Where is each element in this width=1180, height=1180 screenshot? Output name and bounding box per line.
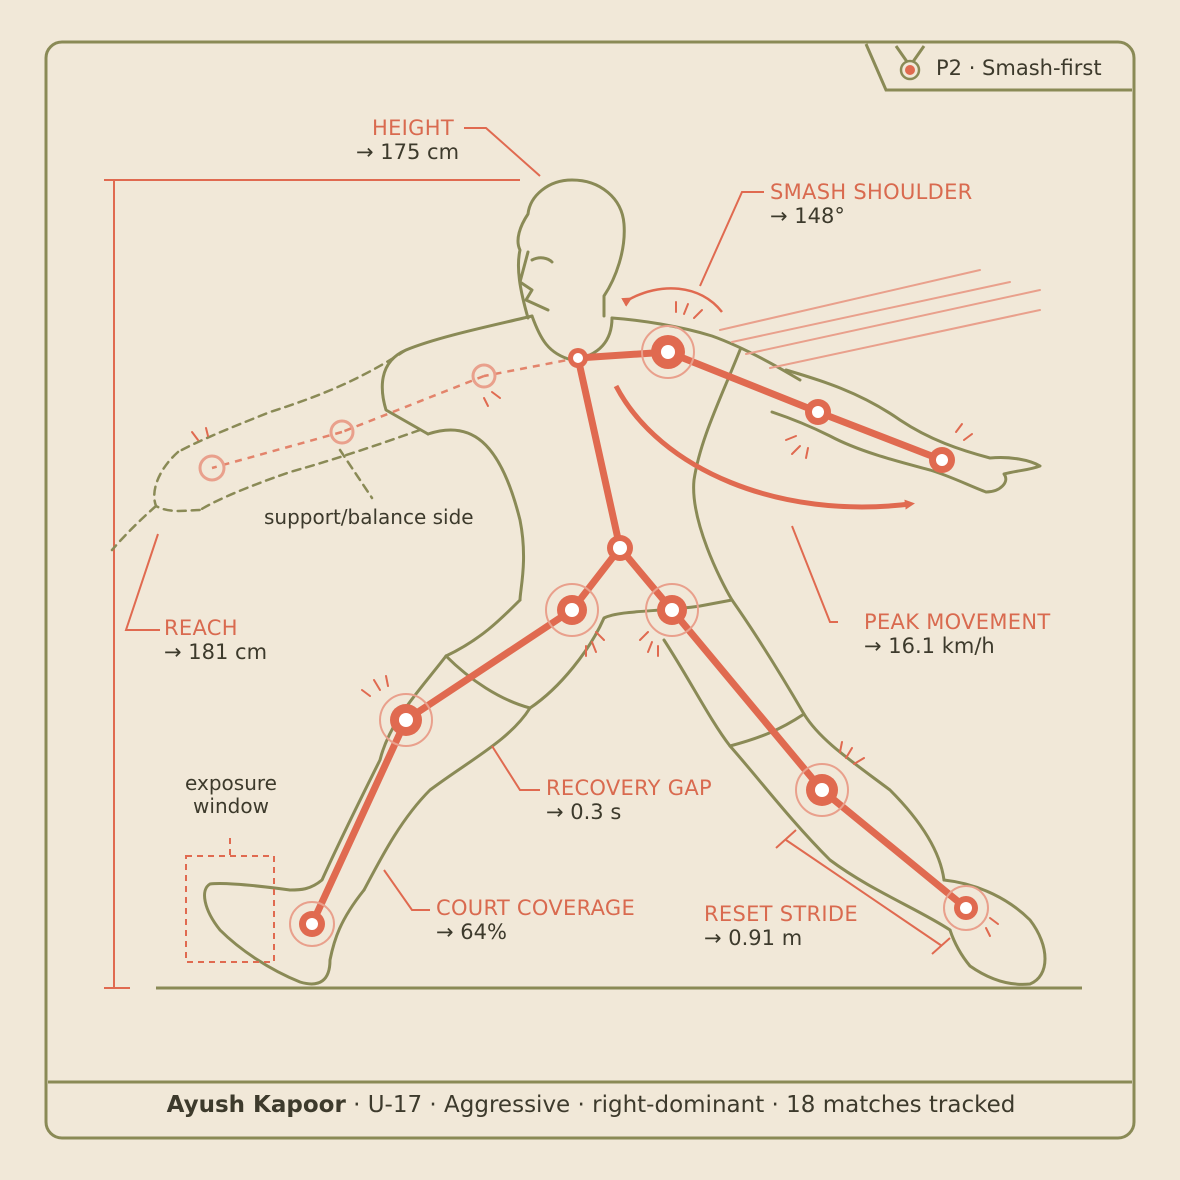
- support-skeleton: [211, 356, 579, 470]
- shoulder-angle-arc: [621, 287, 723, 313]
- hip-joint-right: [645, 583, 699, 637]
- smash-shoulder-callout: SMASH SHOULDER → 148°: [770, 180, 973, 228]
- hip-joint-left: [545, 583, 599, 637]
- support-side-note: support/balance side: [264, 505, 474, 529]
- support-joints: [198, 363, 497, 482]
- knee-joint-right: [795, 763, 849, 817]
- wrist-joint: [929, 447, 955, 473]
- reach-bracket: [104, 179, 520, 989]
- reach-title: REACH: [164, 616, 238, 640]
- profile-badge: P2 · Smash-first: [936, 56, 1102, 80]
- exposure-window-box: [185, 838, 275, 963]
- peak-movement-callout: PEAK MOVEMENT → 16.1 km/h: [864, 610, 1050, 658]
- ankle-joint-right: [943, 885, 989, 931]
- joints: [198, 325, 989, 947]
- pelvis-joint: [607, 535, 633, 561]
- support-arm-ghost: [110, 348, 422, 552]
- height-title: HEIGHT: [372, 116, 454, 140]
- player-summary: Ayush Kapoor · U-17 · Aggressive · right…: [48, 1092, 1134, 1118]
- reach-callout: REACH → 181 cm: [164, 616, 267, 664]
- court-coverage-value: → 64%: [436, 920, 507, 945]
- recovery-gap-callout: RECOVERY GAP → 0.3 s: [546, 776, 712, 824]
- swing-arrow: [613, 384, 915, 510]
- speed-lines: [719, 269, 1041, 369]
- recovery-gap-title: RECOVERY GAP: [546, 776, 712, 800]
- reach-value: → 181 cm: [164, 640, 268, 665]
- smash-shoulder-title: SMASH SHOULDER: [770, 180, 973, 204]
- card-frame: [44, 40, 1136, 1140]
- exposure-note-line1: exposure: [185, 771, 277, 795]
- exposure-window-note: exposure window: [176, 772, 286, 818]
- impact-ticks: [191, 301, 999, 937]
- reset-stride-value: → 0.91 m: [704, 926, 803, 951]
- player-details: · U-17 · Aggressive · right-dominant · 1…: [345, 1092, 1016, 1118]
- reset-stride-title: RESET STRIDE: [704, 902, 858, 926]
- leader-lines: [124, 127, 951, 955]
- height-callout: HEIGHT → 175 cm: [356, 116, 459, 164]
- recovery-gap-value: → 0.3 s: [546, 800, 622, 825]
- medal-icon: [894, 45, 926, 81]
- height-value: → 175 cm: [356, 140, 460, 165]
- court-coverage-callout: COURT COVERAGE → 64%: [436, 896, 635, 944]
- elbow-joint: [805, 399, 831, 425]
- shoulder-joint-dominant: [641, 325, 695, 379]
- ankle-joint-left: [289, 901, 335, 947]
- court-coverage-title: COURT COVERAGE: [436, 896, 636, 920]
- reset-stride-callout: RESET STRIDE → 0.91 m: [704, 902, 858, 950]
- knee-joint-left: [379, 693, 433, 747]
- peak-movement-value: → 16.1 km/h: [864, 634, 995, 659]
- neck-joint: [568, 348, 588, 368]
- peak-movement-title: PEAK MOVEMENT: [864, 610, 1051, 634]
- exposure-note-line2: window: [193, 794, 269, 818]
- player-name: Ayush Kapoor: [166, 1092, 346, 1118]
- smash-shoulder-value: → 148°: [770, 204, 845, 229]
